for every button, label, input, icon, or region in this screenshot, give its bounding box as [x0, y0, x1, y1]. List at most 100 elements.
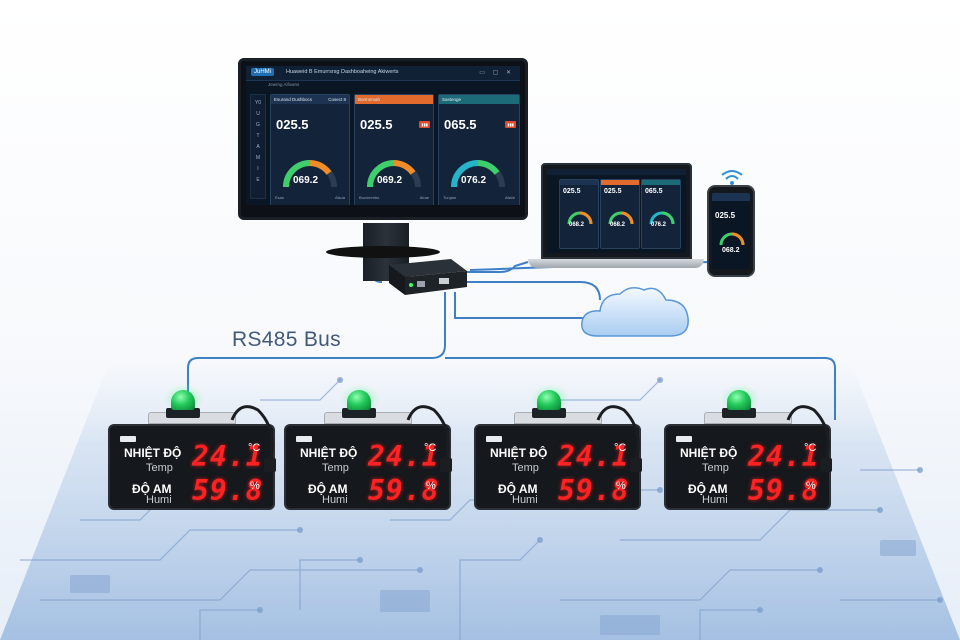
sidenav-item[interactable]: U	[256, 111, 260, 117]
gauge-icon	[567, 211, 593, 225]
gauge-value: 076.2	[461, 175, 487, 186]
temp-sub-label: Temp	[702, 462, 729, 474]
gauge-icon	[719, 232, 745, 246]
temp-label: NHIỆT ĐỘ	[124, 446, 182, 460]
dashboard-brand: JuHMi	[251, 68, 275, 76]
alert-badge: ▮▮▮	[505, 121, 516, 128]
humi-label: ĐỘ AM	[132, 482, 172, 496]
sensor-display-unit[interactable]: NHIỆT ĐỘ Temp 24.1 °C ĐỘ AM Humi 59.8 %	[664, 384, 831, 512]
humi-sub-label: Humi	[512, 494, 538, 506]
humi-unit: %	[806, 480, 816, 492]
humi-value: 59.8	[192, 474, 264, 507]
humi-unit: %	[616, 480, 626, 492]
humi-value: 59.8	[748, 474, 820, 507]
card-header: Sastenge	[439, 95, 519, 104]
laptop-keyboard-base	[528, 259, 704, 268]
sensor-display-unit[interactable]: NHIỆT ĐỘ Temp 24.1 °C ĐỘ AM Humi 59.8 %	[108, 384, 275, 512]
sidenav-item[interactable]: I	[257, 166, 259, 172]
laptop-gauge-value: 076.2	[651, 222, 667, 228]
humi-sub-label: Humi	[146, 494, 172, 506]
card-value: 025.5	[276, 117, 309, 132]
humi-value: 59.8	[558, 474, 630, 507]
phone-screen: 025.5 068.2	[712, 193, 750, 269]
humi-label: ĐỘ AM	[688, 482, 728, 496]
smartphone: 025.5 068.2	[707, 185, 755, 277]
gauge-icon	[451, 160, 505, 188]
desktop-monitor: JuHMi Huaweid B Emurrsrsg Dashboaheing A…	[238, 58, 528, 281]
dashboard-subnav: Jewrng Aifowns	[268, 82, 300, 87]
dashboard-screen: JuHMi Huaweid B Emurrsrsg Dashboaheing A…	[246, 66, 520, 205]
temp-sub-label: Temp	[146, 462, 173, 474]
sidenav-item[interactable]: Y0	[254, 100, 262, 106]
laptop: 025.5 068.2 025.5 068.2 065.5	[541, 163, 692, 259]
temp-label: NHIỆT ĐỘ	[490, 446, 548, 460]
monitor-base	[326, 246, 440, 258]
temp-unit: °C	[614, 442, 627, 454]
laptop-gauge-value: 068.2	[610, 222, 626, 228]
sensor-card[interactable]: Sastenge ▮▮▮ 065.5 076.2 Tunjam Alsbe	[438, 94, 520, 205]
sidenav-item[interactable]: M	[255, 155, 261, 161]
laptop-card-value: 065.5	[645, 188, 663, 195]
gauge-value: 069.2	[377, 175, 403, 186]
temp-label: NHIỆT ĐỘ	[300, 446, 358, 460]
card-footer-right: Alsbe	[504, 195, 515, 200]
temp-unit: °C	[248, 442, 261, 454]
cloud-icon	[581, 287, 689, 337]
laptop-card-value: 025.5	[604, 188, 622, 195]
gauge-icon	[283, 160, 337, 188]
phone-gauge-value: 068.2	[722, 247, 740, 254]
humi-label: ĐỘ AM	[308, 482, 348, 496]
sidenav-item[interactable]: A	[256, 144, 260, 150]
status-lamp-icon	[347, 390, 371, 410]
window-controls-icon[interactable]: ▭ ▢ ✕	[479, 70, 514, 76]
humi-unit: %	[426, 480, 436, 492]
humi-sub-label: Humi	[322, 494, 348, 506]
card-footer-right: Alsoa	[334, 195, 345, 200]
status-lamp-icon	[537, 390, 561, 410]
card-footer-left: Esas	[275, 195, 284, 200]
temp-sub-label: Temp	[322, 462, 349, 474]
gateway-box-icon	[389, 259, 467, 295]
laptop-card-value: 025.5	[563, 188, 581, 195]
dashboard-sidenav[interactable]: Y0 U G T A M I E	[250, 94, 266, 199]
alert-badge: ▮▮▮	[419, 121, 430, 128]
dashboard-titlebar: JuHMi Huaweid B Emurrsrsg Dashboaheing A…	[246, 66, 520, 81]
gauge-icon	[608, 211, 634, 225]
sidenav-item[interactable]: T	[256, 133, 260, 139]
card-footer-right: Alrae	[419, 195, 429, 200]
card-header: Esurand Dushbocs Cosect 8	[271, 95, 349, 104]
sidenav-item[interactable]: G	[256, 122, 260, 128]
phone-value: 025.5	[715, 211, 736, 220]
card-footer-left: Bucnmmtsr	[359, 195, 380, 200]
humi-value: 59.8	[368, 474, 440, 507]
card-footer-left: Tunjam	[443, 195, 457, 200]
laptop-screen: 025.5 068.2 025.5 068.2 065.5	[547, 169, 686, 253]
gauge-icon	[367, 160, 421, 188]
laptop-card[interactable]: 025.5 068.2	[600, 179, 640, 249]
card-value: 065.5	[444, 117, 477, 132]
status-lamp-icon	[171, 390, 195, 410]
sensor-display-unit[interactable]: NHIỆT ĐỘ Temp 24.1 °C ĐỘ AM Humi 59.8 %	[284, 384, 451, 512]
gauge-icon	[649, 211, 675, 225]
dashboard-title: Huaweid B Emurrsrsg Dashboaheing Akiwert…	[286, 69, 399, 75]
gauge-value: 069.2	[293, 175, 319, 186]
laptop-card[interactable]: 025.5 068.2	[559, 179, 599, 249]
humi-label: ĐỘ AM	[498, 482, 538, 496]
card-header: Bormnmah	[355, 95, 433, 104]
temp-sub-label: Temp	[512, 462, 539, 474]
sensor-display-unit[interactable]: NHIỆT ĐỘ Temp 24.1 °C ĐỘ AM Humi 59.8 %	[474, 384, 641, 512]
rs485-bus-label: RS485 Bus	[232, 328, 341, 351]
sensor-card[interactable]: Esurand Dushbocs Cosect 8 025.5 069.2 Es…	[270, 94, 350, 205]
status-lamp-icon	[727, 390, 751, 410]
temp-unit: °C	[804, 442, 817, 454]
sensor-card[interactable]: Bormnmah ▮▮▮ 025.5 069.2 Bucnmmtsr Alrae	[354, 94, 434, 205]
temp-unit: °C	[424, 442, 437, 454]
humi-sub-label: Humi	[702, 494, 728, 506]
laptop-gauge-value: 068.2	[569, 222, 585, 228]
laptop-card[interactable]: 065.5 076.2	[641, 179, 681, 249]
sidenav-item[interactable]: E	[256, 177, 260, 183]
temp-label: NHIỆT ĐỘ	[680, 446, 738, 460]
humi-unit: %	[250, 480, 260, 492]
wifi-icon	[721, 170, 743, 185]
